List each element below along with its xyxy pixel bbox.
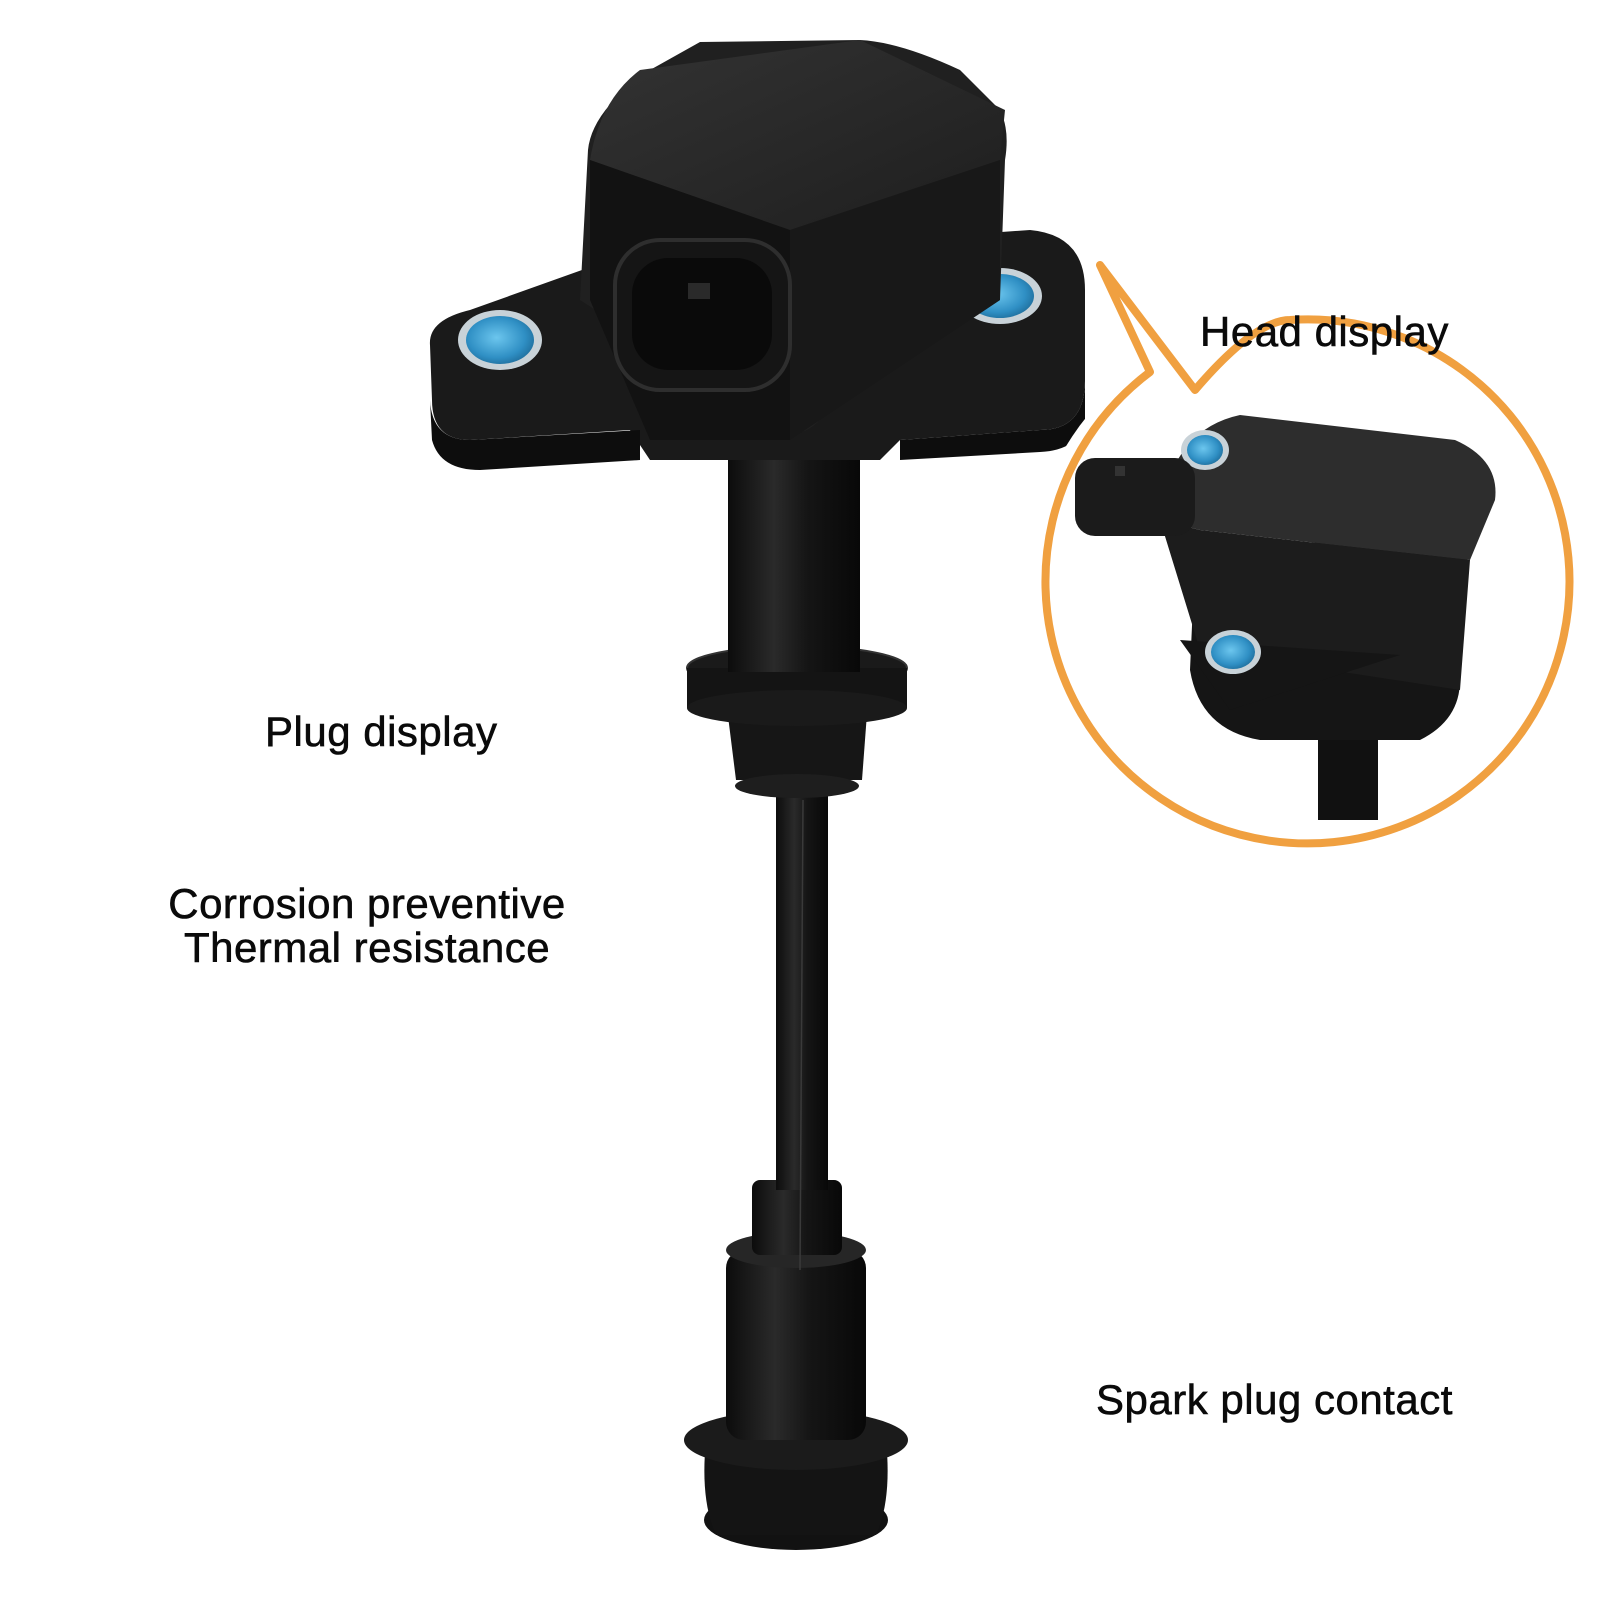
- shaft-feature-label: Corrosion preventive Thermal resistance: [132, 880, 602, 972]
- mounting-bushing-left: [458, 310, 542, 370]
- head-callout-bubble: [1041, 261, 1574, 848]
- corrosion-preventive-text: Corrosion preventive: [168, 880, 566, 927]
- thermal-resistance-text: Thermal resistance: [183, 924, 551, 972]
- spark-plug-contact-label: Spark plug contact: [1096, 1376, 1453, 1423]
- head-callout: [1028, 261, 1574, 848]
- head-display-label: Head display: [1200, 308, 1449, 355]
- coil-boot: [684, 1180, 908, 1550]
- coil-upper-tube: [728, 440, 860, 672]
- main-coil: [429, 40, 1086, 1550]
- plug-display-label: Plug display: [265, 708, 498, 755]
- coil-connector: [613, 238, 792, 392]
